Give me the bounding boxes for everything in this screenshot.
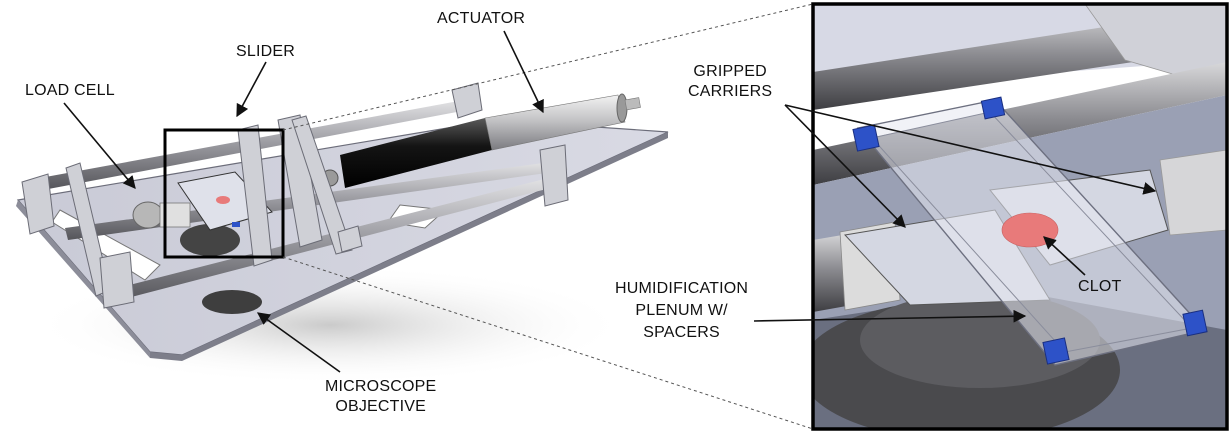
label-microscope-line2: OBJECTIVE: [335, 398, 427, 415]
label-load-cell: LOAD CELL: [25, 82, 115, 99]
load-cell: [132, 201, 164, 229]
label-actuator: ACTUATOR: [437, 10, 526, 27]
actuator-body: [340, 118, 492, 188]
label-gripped-carriers: GRIPPED CARRIERS: [688, 62, 772, 102]
zoom-lines: [282, 3, 814, 430]
label-humid-line2: PLENUM W/: [635, 302, 728, 319]
inset-marker: [163, 128, 285, 259]
spacers: [852, 96, 1208, 365]
label-microscope-objective: MICROSCOPE OBJECTIVE: [325, 377, 436, 417]
label-humidification-plenum: HUMIDIFICATION PLENUM W/ SPACERS: [615, 278, 748, 344]
label-slider: SLIDER: [236, 43, 295, 60]
apparatus-overview: [16, 82, 669, 385]
inset-border: [811, 2, 1229, 431]
zoom-inset: [813, 4, 1227, 429]
label-humid-line1: HUMIDIFICATION: [615, 280, 749, 297]
label-humid-line3: SPACERS: [643, 324, 720, 341]
microscope-objective: [202, 290, 262, 314]
leader-arrows: [63, 30, 1157, 373]
label-gripped-line2: CARRIERS: [688, 83, 773, 100]
label-microscope-line1: MICROSCOPE: [325, 378, 437, 395]
label-clot: CLOT: [1078, 278, 1122, 295]
label-gripped-line1: GRIPPED: [693, 63, 767, 80]
